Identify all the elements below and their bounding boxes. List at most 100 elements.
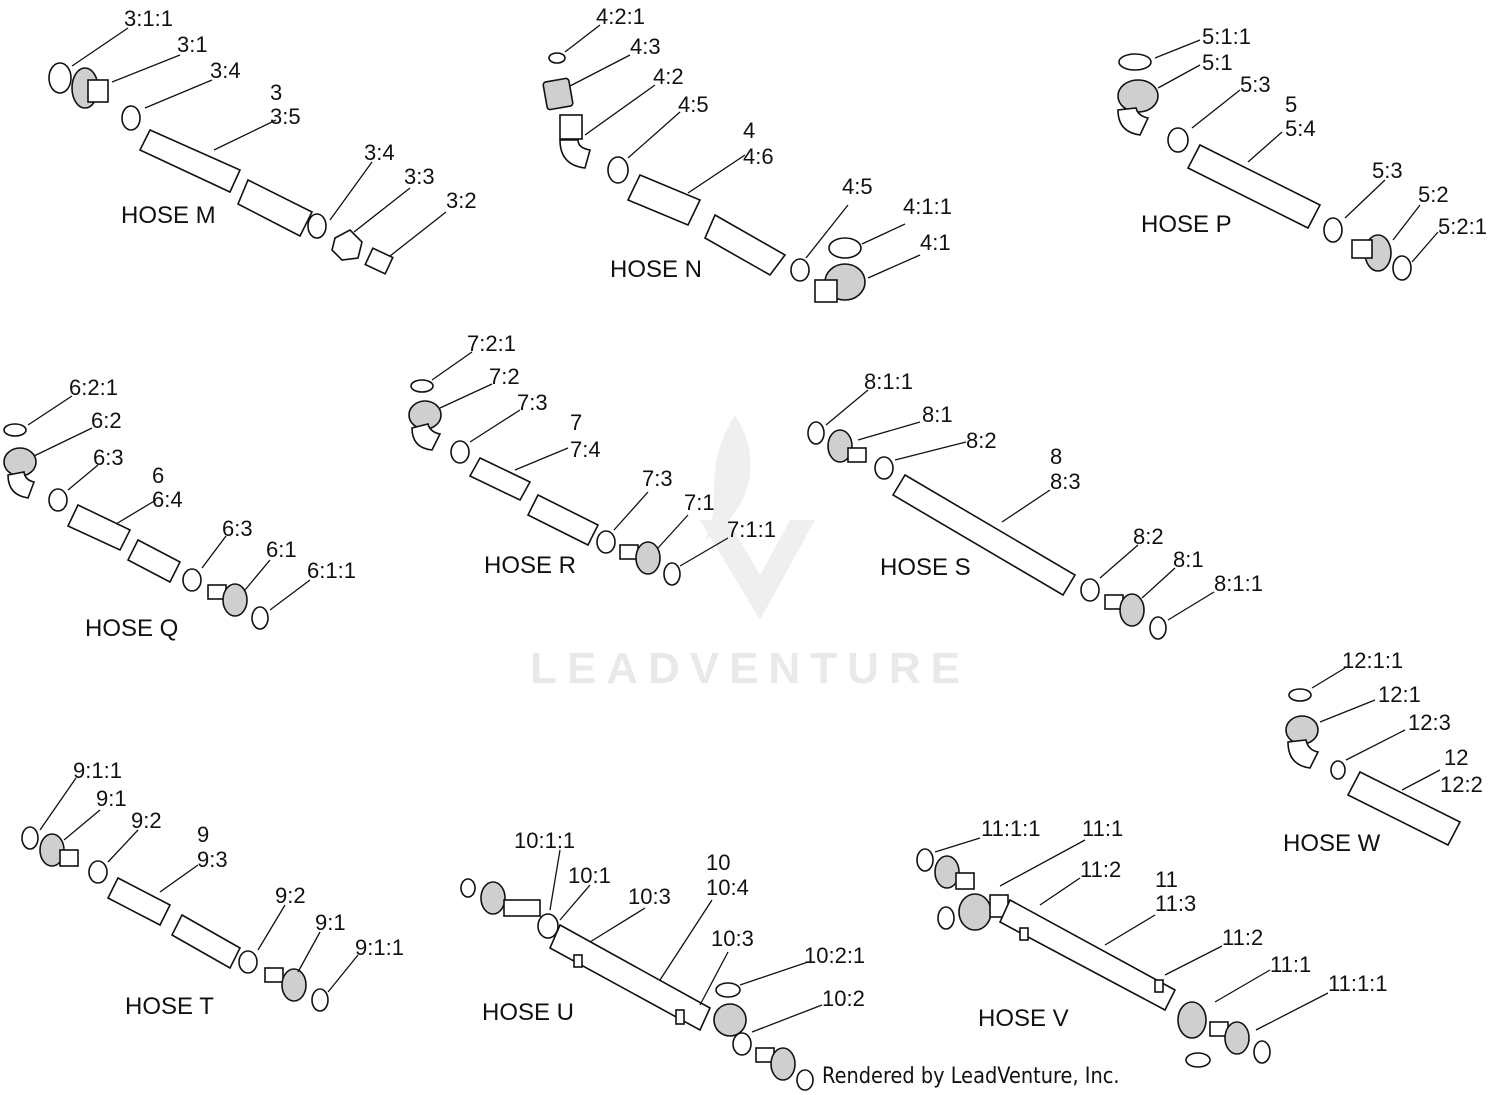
callout-label: 10:1 — [568, 863, 611, 888]
fitting-nut — [480, 881, 506, 915]
callout-label: 8:1:1 — [1214, 571, 1263, 596]
callout-label: 4:1 — [920, 230, 951, 255]
hose-clamp — [48, 488, 68, 512]
o-ring — [548, 52, 566, 64]
fitting-nut — [1119, 593, 1145, 627]
hose-title: HOSE V — [978, 1005, 1069, 1032]
hose-tube — [526, 493, 600, 547]
o-ring — [807, 421, 825, 445]
fitting-end — [364, 247, 394, 275]
callout-label: 5:3 — [1240, 72, 1271, 97]
hose-w-assembly: 12:1:1 12:1 12:3 12 12:2 HOSE W — [1283, 648, 1483, 857]
watermark-text: LEADVENTURE — [530, 644, 970, 693]
hose-clamp — [1330, 760, 1346, 780]
hose-tube — [468, 456, 532, 502]
callout-label: 11:3 — [1155, 891, 1196, 916]
callout-label: 4:6 — [743, 144, 774, 169]
hose-tube — [548, 923, 712, 1032]
hose-clamp — [182, 568, 202, 592]
fitting-nut — [222, 583, 248, 617]
clamp-tab — [1154, 979, 1164, 993]
callout-label: 8:2 — [1133, 524, 1164, 549]
tee-fitting — [1177, 1001, 1207, 1039]
fitting-body — [59, 849, 79, 867]
callout-label: 6:1:1 — [307, 558, 356, 583]
coupling-nut — [542, 77, 574, 111]
callout-label: 11:2 — [1080, 857, 1121, 882]
hose-tube — [170, 913, 242, 970]
callout-label: 7:2:1 — [467, 331, 516, 356]
credit-text: Rendered by LeadVenture, Inc. — [822, 1063, 1120, 1088]
callout-label: 12:1:1 — [1342, 648, 1403, 673]
flame-v-logo-icon — [700, 415, 815, 620]
hose-s-assembly: 8:1:1 8:1 8:2 8 8:3 8:2 8:1 8:1:1 HOSE S — [807, 369, 1263, 640]
callout-label: 9:1 — [315, 910, 346, 935]
o-ring — [663, 562, 681, 586]
o-ring — [1288, 688, 1312, 702]
callout-label: 5:1 — [1202, 50, 1233, 75]
hose-title: HOSE W — [1283, 830, 1381, 857]
elbow-body — [7, 471, 36, 499]
hose-title: HOSE P — [1141, 211, 1232, 238]
fitting-nut — [1224, 1021, 1250, 1055]
callout-label: 9:1 — [96, 786, 127, 811]
hose-tube — [1346, 770, 1462, 847]
callout-label: 6:1 — [266, 537, 297, 562]
callout-label: 4:5 — [842, 174, 873, 199]
callout-label: 5:1:1 — [1202, 24, 1251, 49]
o-ring — [251, 606, 269, 630]
hose-tube — [626, 173, 702, 227]
hose-title: HOSE S — [880, 554, 971, 581]
o-ring — [311, 988, 329, 1012]
callout-label: 8:2 — [966, 428, 997, 453]
hose-clamp — [307, 213, 327, 239]
hose-p-assembly: 5:1:1 5:1 5:3 5 5:4 5:3 5:2 5:2:1 HOSE P — [1117, 24, 1487, 281]
callout-label: 3:4 — [364, 140, 395, 165]
o-ring — [1149, 616, 1167, 640]
callout-label: 3:3 — [404, 164, 435, 189]
callout-label: 11:1:1 — [981, 816, 1041, 841]
callout-label: 3:5 — [270, 104, 301, 129]
hose-clamp — [1080, 578, 1100, 602]
callout-label: 12:3 — [1408, 710, 1451, 735]
callout-label: 4:5 — [678, 92, 709, 117]
fitting-nut — [934, 855, 960, 889]
callout-label: 8:1 — [922, 402, 953, 427]
hose-tube — [1186, 143, 1322, 230]
callout-label: 3:4 — [210, 58, 241, 83]
hose-v-assembly: 11:1:1 11:1 11:2 11 11:3 11:2 11:1 11:1:… — [916, 816, 1388, 1068]
callout-label: 9:1:1 — [355, 935, 404, 960]
hex-nut — [331, 229, 363, 261]
hose-clamp — [88, 860, 108, 884]
callout-label: 10 — [706, 850, 730, 875]
elbow-barb — [814, 279, 838, 303]
hose-clamp — [732, 1032, 752, 1056]
elbow-fitting — [3, 447, 37, 477]
elbow-fitting — [1117, 79, 1159, 113]
hose-tube — [66, 503, 132, 552]
hose-clamp — [607, 156, 629, 184]
fitting-body — [559, 114, 583, 140]
o-ring — [715, 982, 741, 998]
o-ring — [1185, 1052, 1211, 1068]
callout-label: 3:2 — [446, 188, 477, 213]
callout-label: 9 — [197, 822, 209, 847]
callout-label: 6:4 — [152, 487, 183, 512]
callout-label: 5:2:1 — [1438, 214, 1487, 239]
callout-label: 5:2 — [1418, 182, 1449, 207]
callout-label: 8 — [1050, 444, 1062, 469]
tee-fitting — [713, 1003, 747, 1037]
o-ring — [3, 423, 27, 437]
callout-label: 10:1:1 — [514, 828, 575, 853]
callout-label: 6:3 — [93, 445, 124, 470]
hose-clamp — [790, 258, 810, 282]
o-ring — [1392, 255, 1412, 281]
callout-label: 6:2:1 — [69, 375, 118, 400]
hose-n-assembly: 4:2:1 4:3 4:2 4:5 4 4:6 4:5 4:1:1 4:1 HO… — [542, 4, 952, 303]
callout-label: 6:2 — [91, 408, 122, 433]
callout-label: 3:1:1 — [124, 6, 173, 31]
elbow-fitting — [559, 139, 592, 169]
callout-label: 12 — [1444, 745, 1468, 770]
o-ring — [460, 878, 476, 898]
callout-label: 6:3 — [222, 516, 253, 541]
